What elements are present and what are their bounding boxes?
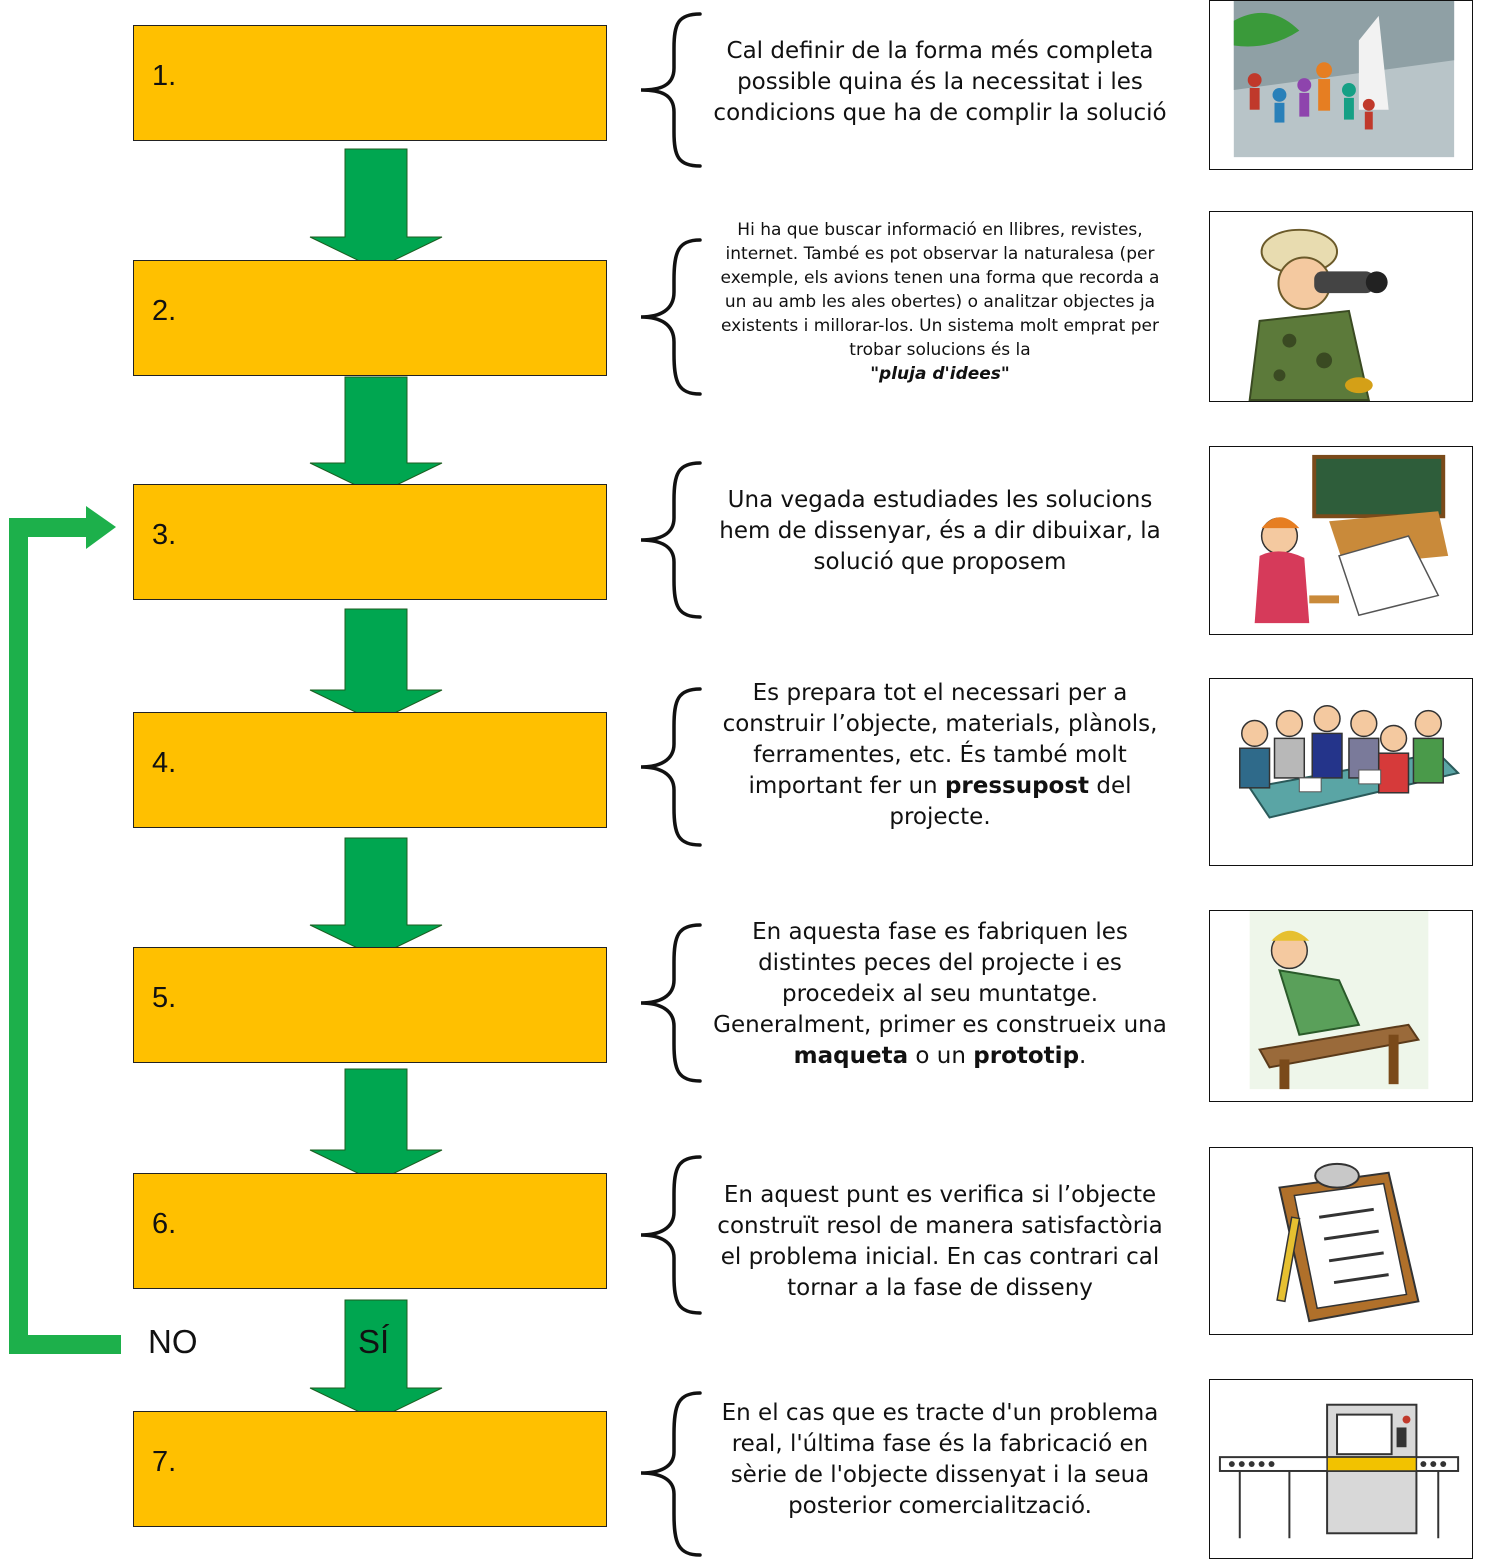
- description-emphasis: "pluja d'idees": [870, 364, 1010, 384]
- braces: [640, 12, 702, 1557]
- description-text: Hi ha que buscar informació en llibres, …: [720, 220, 1160, 360]
- description-text: .: [1079, 1043, 1087, 1069]
- step-box-2: 2.: [133, 260, 607, 376]
- description-text: En aquest punt es verifica si l’objecte …: [717, 1182, 1163, 1301]
- description-text: Es prepara tot el necessari per a constr…: [722, 680, 1158, 799]
- description-text: En aquesta fase es fabriquen les distint…: [713, 919, 1167, 1038]
- description-text: o un: [915, 1043, 966, 1069]
- description-text: En el cas que es tracte d'un problema re…: [721, 1400, 1159, 1519]
- yes-label: SÍ: [358, 1323, 390, 1360]
- step-box-4: 4.: [133, 712, 607, 828]
- brace-1: [640, 12, 702, 168]
- arrow-3-4: [309, 608, 443, 723]
- children-group-icon: [1209, 0, 1473, 170]
- step-box-6: 6.: [133, 1173, 607, 1289]
- arrow-2-3: [309, 376, 443, 496]
- brace-6: [640, 1155, 702, 1315]
- step-7-description: En el cas que es tracte d'un problema re…: [710, 1398, 1170, 1522]
- description-bold: prototip: [973, 1043, 1080, 1069]
- step-3-description: Una vegada estudiades les solucions hem …: [710, 485, 1170, 578]
- description-bold: maqueta: [793, 1043, 909, 1069]
- arrow-4-5: [309, 837, 443, 958]
- carpenter-icon: [1209, 910, 1473, 1102]
- explorer-binoculars-icon: [1209, 211, 1473, 402]
- step-box-1: 1.: [133, 25, 607, 141]
- brace-5: [640, 923, 702, 1083]
- description-text: del projecte.: [889, 773, 1132, 830]
- brace-7: [640, 1391, 702, 1557]
- clipboard-checklist-icon: [1209, 1147, 1473, 1335]
- step-4-description: Es prepara tot el necessari per a constr…: [710, 678, 1170, 833]
- brace-4: [640, 687, 702, 847]
- description-text: Cal definir de la forma més completa pos…: [713, 38, 1167, 126]
- arrow-1-2: [309, 148, 443, 270]
- step-6-description: En aquest punt es verifica si l’objecte …: [710, 1180, 1170, 1304]
- no-label: NO: [148, 1323, 198, 1360]
- feedback-arrow: [9, 506, 121, 1354]
- step-box-7: 7.: [133, 1411, 607, 1527]
- step-number: 4.: [152, 747, 177, 779]
- step-5-description: En aquesta fase es fabriquen les distint…: [710, 917, 1170, 1072]
- down-arrows: [309, 148, 443, 1421]
- arrow-6-7: [309, 1299, 443, 1421]
- step-number: 3.: [152, 519, 177, 551]
- step-box-3: 3.: [133, 484, 607, 600]
- arrow-5-6: [309, 1068, 443, 1183]
- brace-2: [640, 238, 702, 396]
- step-number: 2.: [152, 295, 177, 327]
- step-box-5: 5.: [133, 947, 607, 1063]
- brace-3: [640, 461, 702, 619]
- step-number: 5.: [152, 982, 177, 1014]
- step-number: 1.: [152, 60, 177, 92]
- step-1-description: Cal definir de la forma més completa pos…: [710, 36, 1170, 129]
- step-2-description: Hi ha que buscar informació en llibres, …: [710, 218, 1170, 386]
- factory-machine-icon: [1209, 1379, 1473, 1559]
- step-number: 6.: [152, 1208, 177, 1240]
- description-bold: pressupost: [944, 773, 1090, 799]
- student-drawing-icon: [1209, 446, 1473, 635]
- description-text: Una vegada estudiades les solucions hem …: [719, 487, 1161, 575]
- meeting-table-icon: [1209, 678, 1473, 866]
- step-number: 7.: [152, 1446, 177, 1478]
